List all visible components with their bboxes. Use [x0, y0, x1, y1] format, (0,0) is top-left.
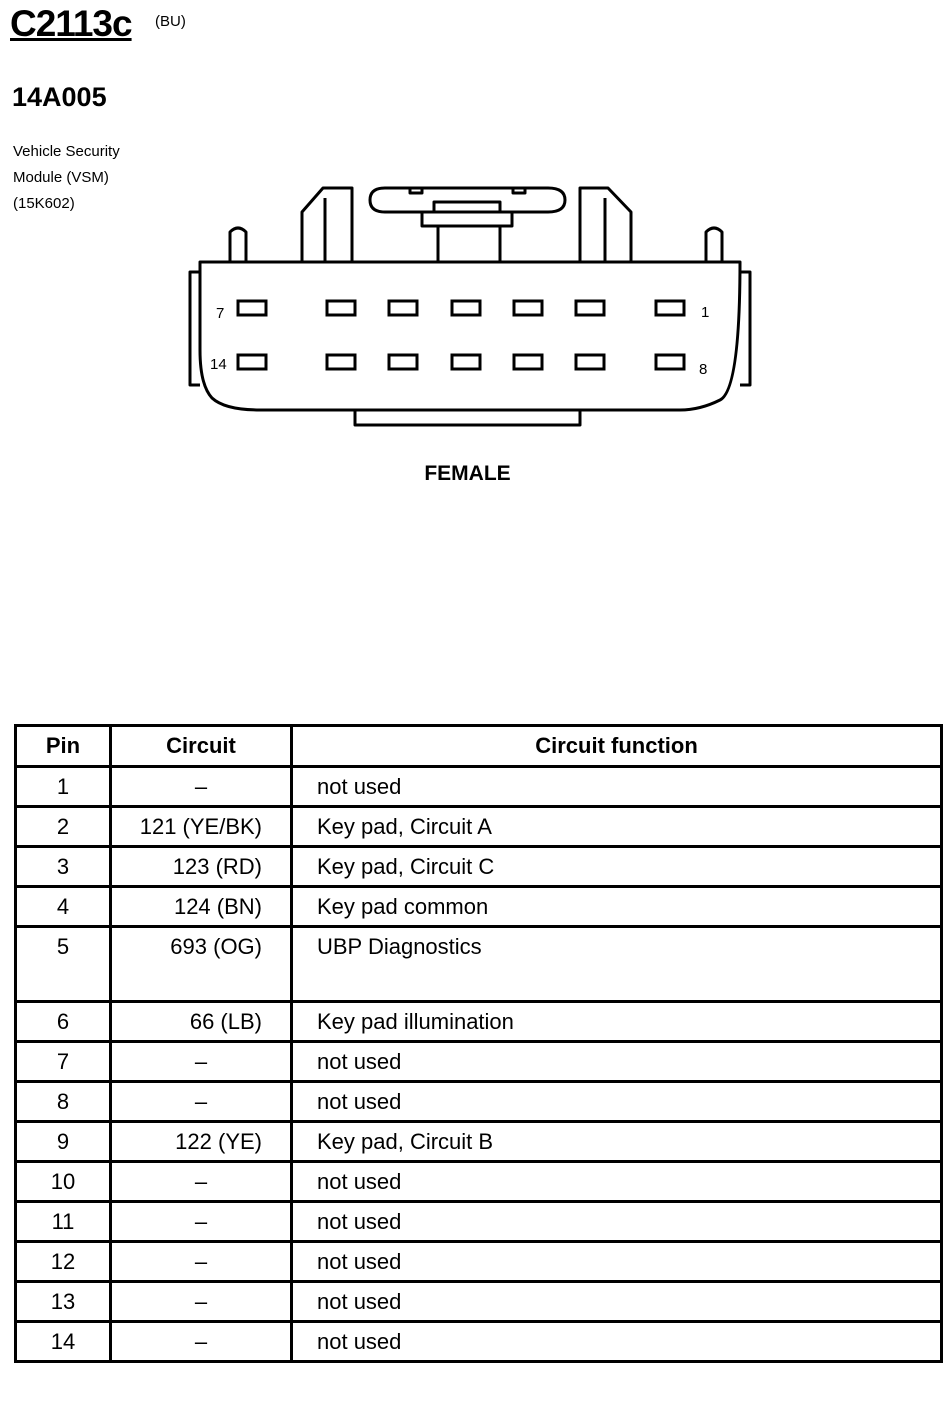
cavity-6 [325, 299, 357, 317]
circuit-cell: 66 (LB) [109, 1000, 293, 1043]
bottom-rail [353, 410, 582, 427]
key-block-top [420, 210, 514, 228]
cavity-4 [450, 299, 482, 317]
circuit-cell: 122 (YE) [109, 1120, 293, 1163]
function-cell: not used [290, 1080, 943, 1123]
function-cell: not used [290, 1040, 943, 1083]
cavity-9 [574, 353, 606, 371]
function-cell: Key pad common [290, 885, 943, 928]
pin-cell: 6 [14, 1000, 112, 1043]
left-post [228, 226, 248, 262]
description-line: Module (VSM) [13, 169, 109, 186]
pin-cell: 9 [14, 1120, 112, 1163]
function-cell: Key pad, Circuit B [290, 1120, 943, 1163]
cavity-3 [512, 299, 544, 317]
function-cell: Key pad illumination [290, 1000, 943, 1043]
right-post [704, 226, 724, 262]
table-row: 7–not used [14, 1040, 943, 1083]
circuit-cell: – [109, 1040, 293, 1083]
table-row: 11–not used [14, 1200, 943, 1243]
pin-cell: 1 [14, 765, 112, 808]
table-header-row: Pin Circuit Circuit function [14, 724, 943, 768]
description-line: Vehicle Security [13, 143, 120, 160]
header-pin: Pin [14, 724, 112, 768]
table-row: 13–not used [14, 1280, 943, 1323]
cavity-11 [450, 353, 482, 371]
pin-label-8: 8 [699, 361, 707, 378]
pin-cell: 11 [14, 1200, 112, 1243]
function-cell: not used [290, 1320, 943, 1363]
table-row: 10–not used [14, 1160, 943, 1203]
circuit-cell: – [109, 1080, 293, 1123]
circuit-cell: 123 (RD) [109, 845, 293, 888]
function-cell: Key pad, Circuit C [290, 845, 943, 888]
cavity-10 [512, 353, 544, 371]
pin-cell: 13 [14, 1280, 112, 1323]
pin-cell: 7 [14, 1040, 112, 1083]
pin-cell: 12 [14, 1240, 112, 1283]
right-flange [740, 270, 752, 387]
pin-label-1: 1 [701, 304, 709, 321]
left-flange [188, 270, 200, 387]
table-row: 1–not used [14, 765, 943, 808]
right-latch-arm [578, 186, 633, 262]
header-circuit: Circuit [109, 724, 293, 768]
pin-cell: 3 [14, 845, 112, 888]
connector-housing [198, 260, 742, 412]
cavity-2 [574, 299, 606, 317]
table-row: 12–not used [14, 1240, 943, 1283]
pin-cell: 5 [14, 925, 112, 1003]
header-function: Circuit function [290, 724, 943, 768]
pin-cavities [236, 299, 686, 371]
circuit-cell: – [109, 1240, 293, 1283]
pin-cell: 4 [14, 885, 112, 928]
cavity-12 [387, 353, 419, 371]
left-latch-arm [300, 186, 354, 262]
cavity-5 [387, 299, 419, 317]
function-cell: Key pad, Circuit A [290, 805, 943, 848]
description-line: (15K602) [13, 195, 75, 212]
color-code: (BU) [155, 13, 186, 30]
circuit-cell: – [109, 1320, 293, 1363]
circuit-cell: – [109, 1280, 293, 1323]
circuit-cell: – [109, 1160, 293, 1203]
cavity-7 [236, 299, 268, 317]
cavity-1 [654, 299, 686, 317]
circuit-cell: 693 (OG) [109, 925, 293, 1003]
function-cell: not used [290, 1160, 943, 1203]
connector-face-diagram: 7 1 14 8 [188, 186, 752, 427]
circuit-cell: 121 (YE/BK) [109, 805, 293, 848]
pin-label-7: 7 [216, 305, 224, 322]
circuit-cell: 124 (BN) [109, 885, 293, 928]
lock-tab [368, 186, 567, 214]
part-number: 14A005 [12, 82, 107, 112]
function-cell: not used [290, 1280, 943, 1323]
pin-cell: 14 [14, 1320, 112, 1363]
function-cell: not used [290, 765, 943, 808]
pin-label-14: 14 [210, 356, 227, 373]
table-row: 14–not used [14, 1320, 943, 1363]
pin-cell: 10 [14, 1160, 112, 1203]
cavity-13 [325, 353, 357, 371]
gender-label: FEMALE [424, 462, 511, 485]
pin-cell: 2 [14, 805, 112, 848]
key-block [436, 226, 502, 262]
function-cell: UBP Diagnostics [290, 925, 943, 1003]
function-cell: not used [290, 1200, 943, 1243]
cavity-8 [654, 353, 686, 371]
table-row: 8–not used [14, 1080, 943, 1123]
connector-id: C2113c [10, 3, 133, 44]
circuit-cell: – [109, 765, 293, 808]
circuit-cell: – [109, 1200, 293, 1243]
pin-cell: 8 [14, 1080, 112, 1123]
cavity-14 [236, 353, 268, 371]
function-cell: not used [290, 1240, 943, 1283]
